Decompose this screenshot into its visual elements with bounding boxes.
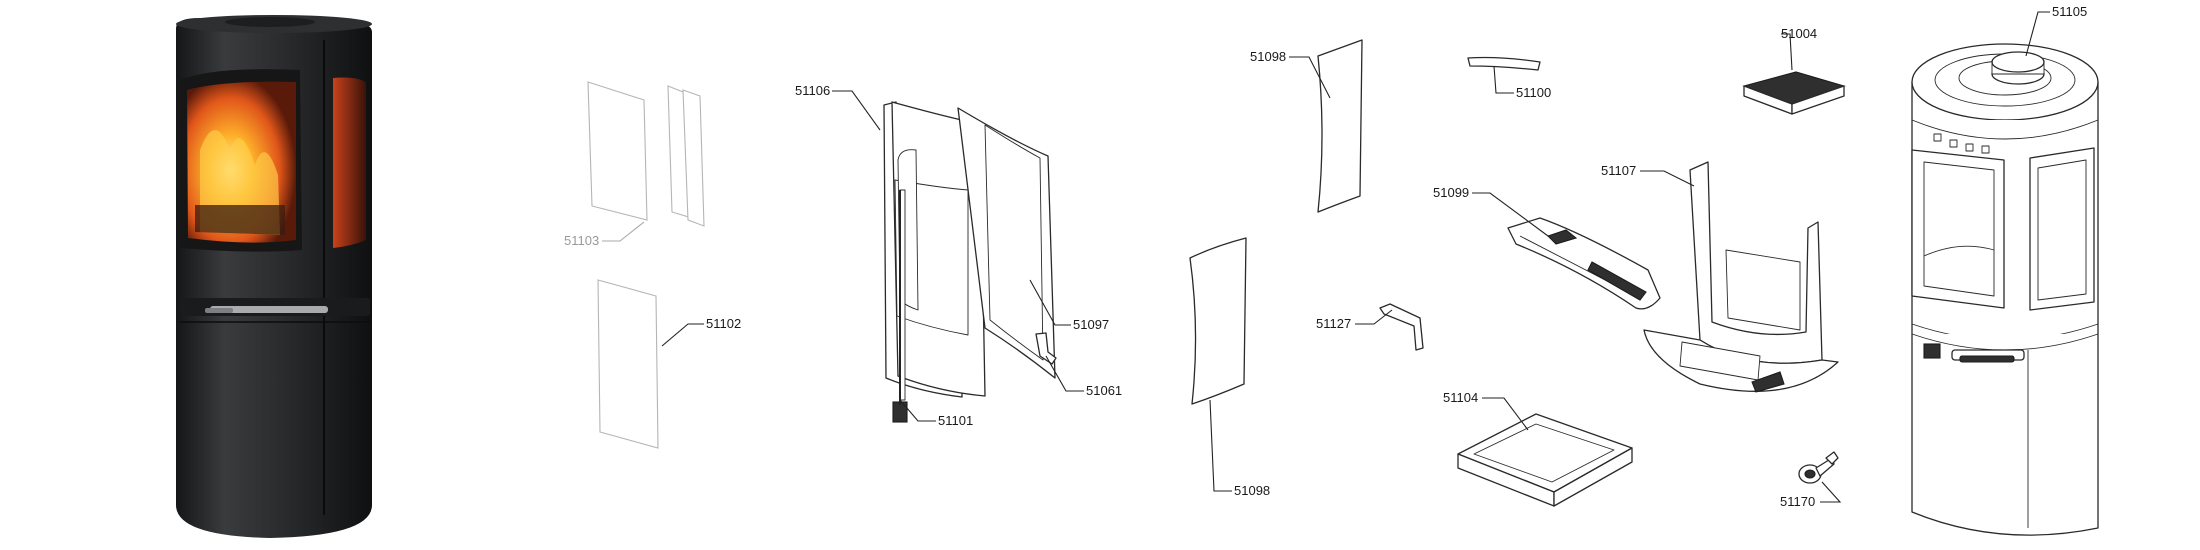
label-51104: 51104 <box>1443 390 1478 405</box>
label-51127: 51127 <box>1316 316 1351 331</box>
label-51097: 51097 <box>1073 317 1109 332</box>
label-51098-bottom: 51098 <box>1234 483 1270 498</box>
part-51099-grate <box>1507 217 1661 310</box>
label-51100: 51100 <box>1516 85 1551 100</box>
label-51105: 51105 <box>2052 4 2087 19</box>
part-51106-door <box>883 101 986 423</box>
part-51098-bottom-glass <box>1189 237 1247 405</box>
part-51102-panel <box>597 279 659 449</box>
label-51098-top: 51098 <box>1250 49 1286 64</box>
part-51104-ashtray <box>1457 413 1633 507</box>
label-51101: 51101 <box>938 413 973 428</box>
label-51004: 51004 <box>1781 26 1817 41</box>
part-51127-bracket <box>1379 303 1424 351</box>
part-51098-top-glass <box>1317 39 1363 213</box>
part-51100-baffle <box>1467 56 1541 71</box>
label-51170: 51170 <box>1780 494 1815 509</box>
part-51105-stove-drawing <box>1911 43 2099 536</box>
label-51107: 51107 <box>1601 163 1636 178</box>
part-51103-panels <box>587 81 705 227</box>
leader-lines <box>602 11 2050 503</box>
label-51061: 51061 <box>1086 383 1122 398</box>
part-51107-firebox <box>1643 161 1839 393</box>
part-51097-glass <box>957 107 1056 379</box>
label-51102: 51102 <box>706 316 741 331</box>
stove-photo <box>176 15 372 538</box>
label-51103: 51103 <box>564 233 599 248</box>
label-51106: 51106 <box>795 83 830 98</box>
part-labels: 51103 51102 51106 51097 51061 51101 5109… <box>564 4 2087 509</box>
label-51099: 51099 <box>1433 185 1469 200</box>
part-51004-plate <box>1742 71 1846 115</box>
part-51061-clip <box>1035 332 1057 365</box>
part-51170-knob <box>1798 451 1839 484</box>
